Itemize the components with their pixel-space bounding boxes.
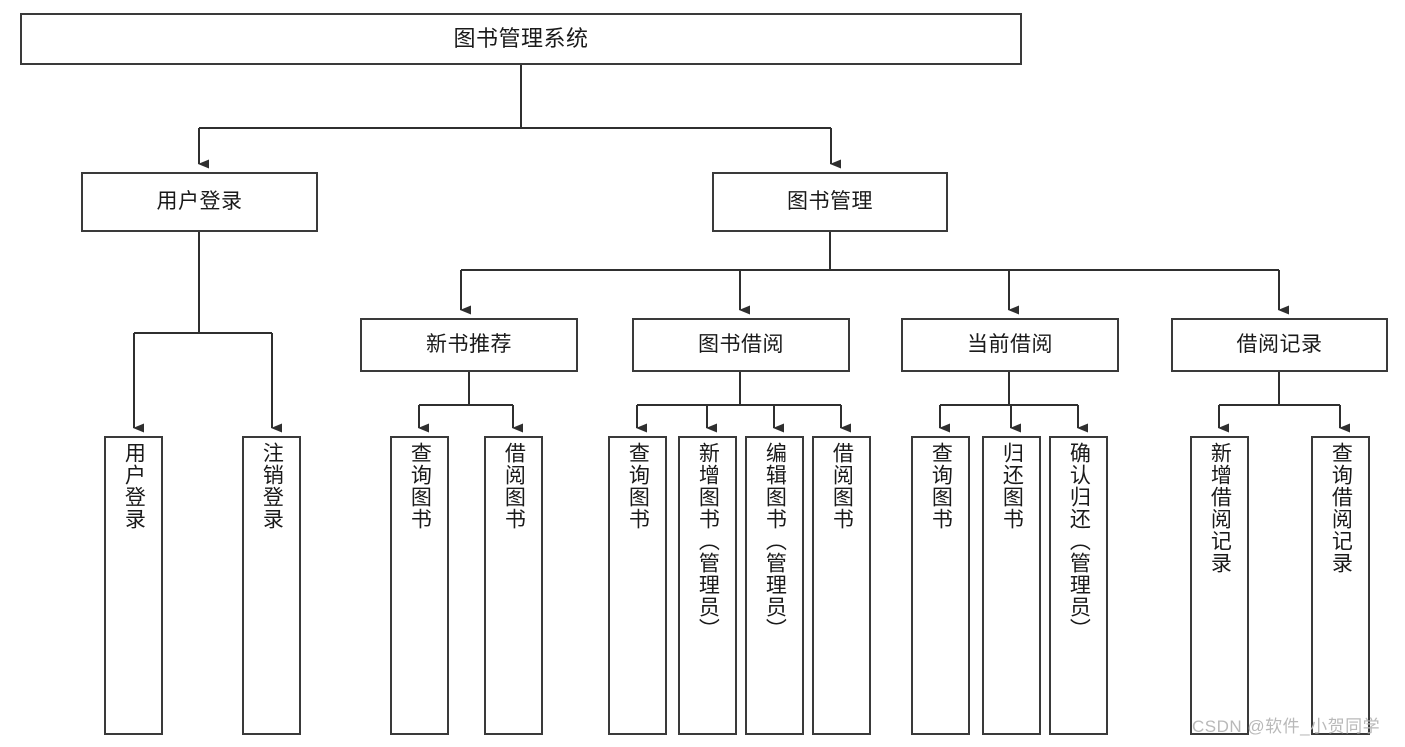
node-leaf-edit-book-label: 编辑图书（管理员）: [763, 442, 787, 640]
node-book-borrow-label: 图书借阅: [698, 332, 784, 356]
node-leaf-return-book-label: 归还图书: [1000, 442, 1024, 530]
node-leaf-user-login[interactable]: 用户登录: [104, 436, 163, 735]
node-leaf-query-book-1[interactable]: 查询图书: [390, 436, 449, 735]
node-book-borrow[interactable]: 图书借阅: [632, 318, 850, 372]
node-current-borrow-label: 当前借阅: [967, 332, 1053, 356]
node-leaf-query-book-1-label: 查询图书: [408, 442, 432, 530]
node-leaf-query-book-2-label: 查询图书: [626, 442, 650, 530]
node-leaf-add-book[interactable]: 新增图书（管理员）: [678, 436, 737, 735]
node-leaf-add-record-label: 新增借阅记录: [1208, 442, 1232, 574]
node-leaf-query-book-3[interactable]: 查询图书: [911, 436, 970, 735]
watermark: CSDN @软件_小贺同学: [1192, 717, 1381, 736]
node-leaf-logout[interactable]: 注销登录: [242, 436, 301, 735]
node-leaf-return-book[interactable]: 归还图书: [982, 436, 1041, 735]
node-leaf-query-record[interactable]: 查询借阅记录: [1311, 436, 1370, 735]
node-root[interactable]: 图书管理系统: [20, 13, 1022, 65]
node-leaf-borrow-book-2-label: 借阅图书: [830, 442, 854, 530]
node-leaf-query-book-3-label: 查询图书: [929, 442, 953, 530]
node-borrow-record[interactable]: 借阅记录: [1171, 318, 1388, 372]
node-book-manage-label: 图书管理: [787, 189, 873, 213]
node-leaf-edit-book[interactable]: 编辑图书（管理员）: [745, 436, 804, 735]
node-leaf-query-record-label: 查询借阅记录: [1329, 442, 1353, 574]
node-leaf-borrow-book-2[interactable]: 借阅图书: [812, 436, 871, 735]
node-book-manage[interactable]: 图书管理: [712, 172, 948, 232]
node-new-book-rec-label: 新书推荐: [426, 332, 512, 356]
node-leaf-borrow-book-1[interactable]: 借阅图书: [484, 436, 543, 735]
node-leaf-add-record[interactable]: 新增借阅记录: [1190, 436, 1249, 735]
node-new-book-rec[interactable]: 新书推荐: [360, 318, 578, 372]
node-leaf-user-login-label: 用户登录: [122, 442, 146, 530]
node-borrow-record-label: 借阅记录: [1236, 332, 1323, 356]
node-user-login[interactable]: 用户登录: [81, 172, 318, 232]
node-leaf-borrow-book-1-label: 借阅图书: [502, 442, 526, 530]
node-user-login-label: 用户登录: [156, 189, 243, 213]
node-current-borrow[interactable]: 当前借阅: [901, 318, 1119, 372]
node-leaf-logout-label: 注销登录: [260, 442, 284, 530]
node-leaf-add-book-label: 新增图书（管理员）: [696, 442, 720, 640]
node-root-label: 图书管理系统: [453, 26, 589, 52]
node-leaf-query-book-2[interactable]: 查询图书: [608, 436, 667, 735]
node-leaf-confirm-return-label: 确认归还（管理员）: [1067, 442, 1091, 640]
node-leaf-confirm-return[interactable]: 确认归还（管理员）: [1049, 436, 1108, 735]
